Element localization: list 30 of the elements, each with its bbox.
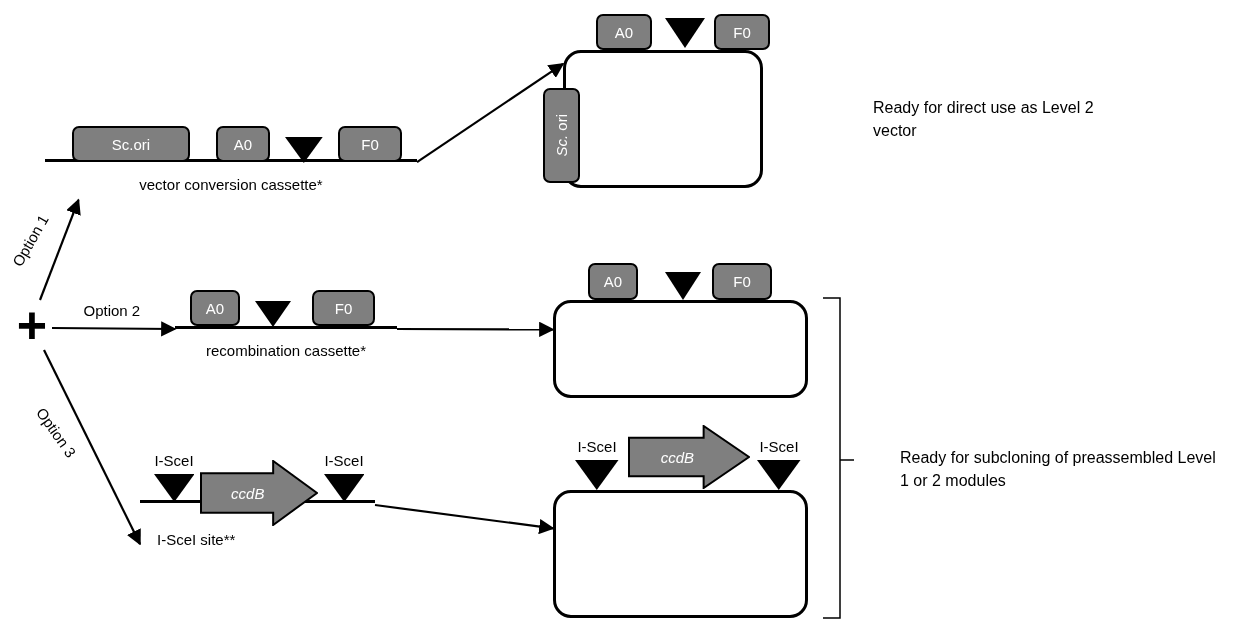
arrow	[52, 321, 177, 337]
sequence-box: A0	[216, 126, 270, 162]
sequence-box: F0	[338, 126, 402, 162]
note-text: Ready for subcloning of preassembled Level 1 or 2 modules	[900, 448, 1217, 492]
sequence-box: F0	[712, 263, 772, 300]
sequence-box: Sc. ori	[543, 88, 580, 183]
sequence-box: F0	[714, 14, 770, 50]
gene-block: ccdB	[628, 425, 750, 489]
site-label: I-SceI	[758, 438, 800, 455]
arrow	[416, 62, 565, 164]
cassette-label: vector conversion cassette*	[138, 176, 324, 193]
site-label: I-SceI	[153, 452, 195, 469]
sequence-box: Sc.ori	[72, 126, 190, 162]
plasmid-outline	[553, 300, 808, 398]
arrow	[43, 349, 141, 546]
site-label: I-SceI	[323, 452, 365, 469]
site-label: I-SceI	[576, 438, 618, 455]
sequence-box: A0	[190, 290, 240, 326]
plus-sign: +	[12, 300, 52, 350]
arrow	[397, 321, 555, 338]
plasmid-outline	[553, 490, 808, 618]
sequence-box: A0	[596, 14, 652, 50]
gene-block: ccdB	[200, 460, 318, 526]
arrow	[38, 198, 81, 301]
cassette-label: I-SceI site**	[157, 531, 237, 548]
sequence-box: A0	[588, 263, 638, 300]
sequence-box: F0	[312, 290, 375, 326]
cassette-label: recombination cassette*	[204, 342, 368, 359]
note-text: Ready for direct use as Level 2 vector	[873, 98, 1095, 142]
arrow	[374, 503, 555, 535]
